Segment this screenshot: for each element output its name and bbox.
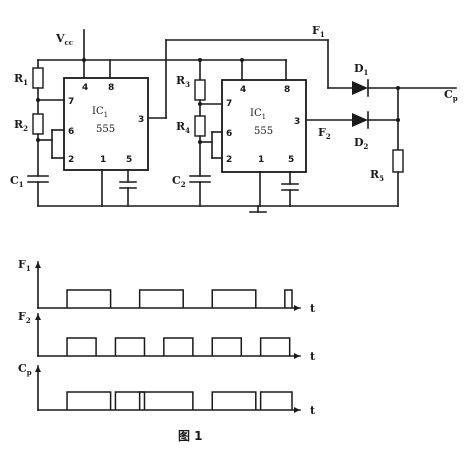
ic1-pin5: 5 xyxy=(126,155,132,165)
time-axis-arrow xyxy=(294,353,300,359)
pulse xyxy=(138,391,194,410)
pulse xyxy=(284,289,293,308)
time-axis-label: t xyxy=(310,404,316,417)
ic1-pin8: 8 xyxy=(108,83,114,93)
waveform-row: t F1 xyxy=(18,258,316,315)
pulse xyxy=(163,337,194,356)
pulse xyxy=(66,391,112,410)
f2-net-label: F2 xyxy=(318,126,331,141)
d2-label: D2 xyxy=(354,136,369,151)
cp-net-label: Cp xyxy=(444,88,458,103)
ic2-pin7: 7 xyxy=(226,99,232,109)
pulse xyxy=(138,289,184,308)
pulse xyxy=(211,337,243,356)
r1-resistor xyxy=(32,67,44,89)
d1-label: D1 xyxy=(354,62,369,77)
ic2-pin5: 5 xyxy=(288,155,294,165)
c2-label: C2 xyxy=(172,174,186,189)
waveform-row: t F2 xyxy=(18,310,316,363)
pulse xyxy=(259,391,293,410)
pulse xyxy=(211,391,257,410)
time-axis-label: t xyxy=(310,350,316,363)
ic2-part: 555 xyxy=(254,126,273,137)
waveform-row: t Cp xyxy=(18,362,316,417)
r1-label: R1 xyxy=(14,72,28,87)
r4-label: R4 xyxy=(176,120,190,135)
y-axis-arrow xyxy=(35,366,41,372)
d2-diode xyxy=(352,111,369,129)
y-axis-arrow xyxy=(35,314,41,320)
pulse xyxy=(114,337,146,356)
ic1-pin1: 1 xyxy=(100,155,106,165)
d1-diode xyxy=(352,79,369,97)
pulse xyxy=(259,337,291,356)
waveform-label: F1 xyxy=(18,258,31,273)
ic1-pin2: 2 xyxy=(68,155,74,165)
time-axis-label: t xyxy=(310,302,316,315)
pulse xyxy=(66,337,97,356)
ic1-part: 555 xyxy=(96,124,115,135)
r3-resistor xyxy=(194,79,206,101)
vcc-label: Vcc xyxy=(55,32,73,47)
ic1-pin3: 3 xyxy=(138,115,144,125)
ic2-pin1: 1 xyxy=(258,155,264,165)
ic2-pin2: 2 xyxy=(226,155,232,165)
time-axis-arrow xyxy=(294,305,300,311)
ic2-name: IC1 xyxy=(250,108,266,121)
f1-net-label: F1 xyxy=(312,24,325,39)
r4-resistor xyxy=(194,115,206,137)
vcc-supply: Vcc xyxy=(55,29,85,61)
waveform-label: F2 xyxy=(18,310,31,325)
ic2-body xyxy=(221,79,307,173)
pulse xyxy=(211,289,257,308)
r2-label: R2 xyxy=(14,118,28,133)
waveform-label: Cp xyxy=(18,362,32,377)
ic1-pin7: 7 xyxy=(68,97,74,107)
r5-label: R5 xyxy=(370,168,384,183)
ic2-pin4: 4 xyxy=(240,85,246,95)
time-axis-arrow xyxy=(294,407,300,413)
ic2-pin8: 8 xyxy=(284,85,290,95)
ic1-pin4: 4 xyxy=(82,83,88,93)
ic1-name: IC1 xyxy=(92,106,108,119)
pulse xyxy=(114,391,146,410)
figure-caption: 图 1 xyxy=(178,429,203,443)
r5-resistor xyxy=(392,149,404,173)
r2-resistor xyxy=(32,113,44,135)
ic1-body xyxy=(63,77,149,171)
y-axis-arrow xyxy=(35,262,41,268)
ic2-pin6: 6 xyxy=(226,129,232,139)
r3-label: R3 xyxy=(176,74,190,89)
pulse xyxy=(66,289,112,308)
c1-label: C1 xyxy=(10,174,24,189)
ic2-pin3: 3 xyxy=(294,117,300,127)
ic1-pin6: 6 xyxy=(68,127,74,137)
